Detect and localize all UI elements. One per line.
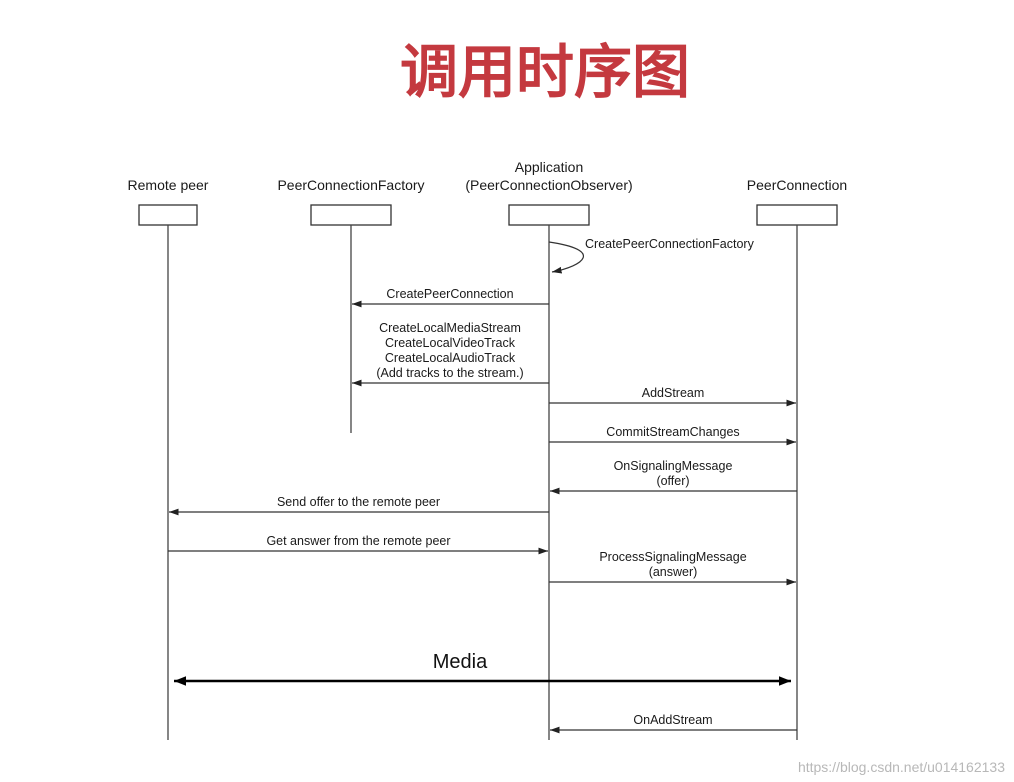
watermark: https://blog.csdn.net/u014162133 bbox=[798, 759, 1005, 775]
messages: CreatePeerConnectionFactoryCreatePeerCon… bbox=[168, 237, 797, 734]
actor-label: PeerConnection bbox=[747, 177, 847, 193]
message-label: OnAddStream bbox=[633, 713, 712, 727]
actor-app: Application (PeerConnectionObserver) bbox=[465, 159, 633, 740]
message-1: CreatePeerConnection bbox=[352, 287, 549, 308]
message-label: (Add tracks to the stream.) bbox=[376, 366, 523, 380]
message-3: AddStream bbox=[549, 386, 796, 407]
actor-box bbox=[138, 204, 198, 226]
message-6: Send offer to the remote peer bbox=[169, 495, 549, 516]
message-label: CreateLocalVideoTrack bbox=[385, 336, 516, 350]
actor-factory: PeerConnectionFactory bbox=[277, 177, 425, 433]
message-8: ProcessSignalingMessage(answer) bbox=[549, 550, 796, 586]
message-label: Get answer from the remote peer bbox=[266, 534, 450, 548]
actor-remote: Remote peer bbox=[128, 177, 209, 740]
actor-pc: PeerConnection bbox=[747, 177, 847, 740]
message-7: Get answer from the remote peer bbox=[168, 534, 548, 555]
media-label: Media bbox=[433, 651, 488, 673]
message-label: CreateLocalAudioTrack bbox=[385, 351, 516, 365]
message-label: CreatePeerConnectionFactory bbox=[585, 237, 755, 251]
actor-label: PeerConnectionFactory bbox=[277, 177, 424, 193]
message-label: Send offer to the remote peer bbox=[277, 495, 440, 509]
message-label: CreateLocalMediaStream bbox=[379, 321, 521, 335]
message-0: CreatePeerConnectionFactory bbox=[548, 237, 755, 274]
actor-box bbox=[756, 204, 838, 226]
message-label: OnSignalingMessage bbox=[614, 459, 733, 473]
message-arrow bbox=[548, 241, 585, 274]
message-label: CommitStreamChanges bbox=[606, 425, 739, 439]
actor-label: Application bbox=[515, 159, 584, 175]
message-10: OnAddStream bbox=[550, 713, 797, 734]
message-label: ProcessSignalingMessage bbox=[599, 550, 746, 564]
actor-label: Remote peer bbox=[128, 177, 209, 193]
message-4: CommitStreamChanges bbox=[549, 425, 796, 446]
actor-box bbox=[508, 204, 590, 226]
message-2: CreateLocalMediaStreamCreateLocalVideoTr… bbox=[352, 321, 549, 387]
actor-box bbox=[310, 204, 392, 226]
message-9: Media bbox=[174, 651, 791, 686]
page-title: 调用时序图 bbox=[400, 38, 690, 106]
message-label: (offer) bbox=[656, 474, 689, 488]
message-label: AddStream bbox=[642, 386, 705, 400]
actors: Remote peer PeerConnectionFactory Applicat… bbox=[128, 159, 847, 740]
message-label: (answer) bbox=[649, 565, 698, 579]
actor-label: (PeerConnectionObserver) bbox=[465, 177, 632, 193]
message-label: CreatePeerConnection bbox=[386, 287, 513, 301]
message-5: OnSignalingMessage(offer) bbox=[550, 459, 797, 495]
